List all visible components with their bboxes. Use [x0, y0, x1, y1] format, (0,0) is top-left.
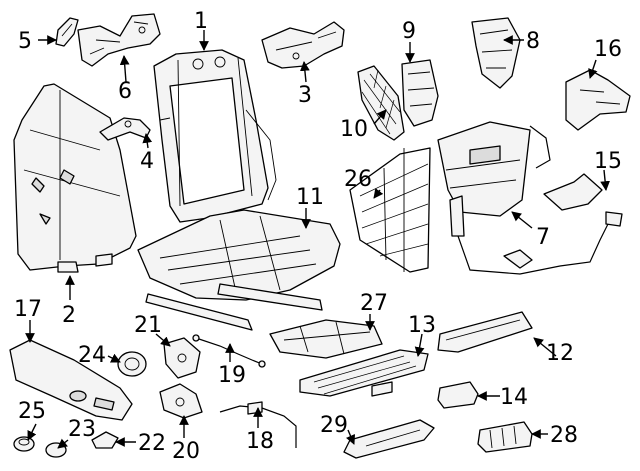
part-7-back-assembly: [437, 121, 623, 275]
callout-1: 1: [194, 9, 208, 34]
callout-25: 25: [18, 399, 46, 424]
part-27-bracket-tray: [269, 319, 383, 359]
callout-13: 13: [408, 313, 436, 338]
part-2-back-panel: [13, 83, 137, 273]
callout-28: 28: [550, 423, 578, 448]
callout-labels: 1 2 3 4 5 6 7 8 9 10 11 12 13 14 15 16 1…: [14, 9, 622, 464]
callout-5: 5: [18, 29, 32, 54]
part-22-button: [91, 431, 119, 449]
callout-17: 17: [14, 297, 42, 322]
callout-21: 21: [134, 313, 162, 338]
leader-lines: [25, 30, 610, 449]
callout-18: 18: [246, 429, 274, 454]
callout-14: 14: [500, 385, 528, 410]
part-14-switch: [437, 381, 479, 409]
part-11-cushion-frame: [137, 209, 341, 331]
callout-19: 19: [218, 363, 246, 388]
callout-11: 11: [296, 185, 324, 210]
part-20-switch-housing: [159, 383, 203, 419]
part-12-side-trim: [437, 311, 533, 353]
part-21-motor-bracket: [163, 337, 201, 379]
part-28-switch-module: [477, 421, 533, 453]
callout-26: 26: [344, 167, 372, 192]
part-25-cap: [13, 436, 35, 452]
callout-3: 3: [298, 83, 312, 108]
callout-24: 24: [78, 343, 106, 368]
callout-2: 2: [62, 303, 76, 328]
callout-20: 20: [172, 439, 200, 464]
part-24-knob: [117, 351, 147, 377]
callout-29: 29: [320, 413, 348, 438]
callout-8: 8: [526, 29, 540, 54]
part-6-bracket: [77, 13, 161, 67]
part-13-grate: [299, 349, 429, 397]
part-23-cap: [45, 442, 67, 458]
part-26-spring-mat: [349, 147, 431, 273]
part-29-rail-cover: [343, 419, 435, 459]
part-5-trim-clip: [55, 17, 79, 47]
callout-23: 23: [68, 417, 96, 442]
callout-27: 27: [360, 291, 388, 316]
part-19-rod: [192, 334, 266, 368]
callout-12: 12: [546, 341, 574, 366]
callout-4: 4: [140, 149, 154, 174]
callout-22: 22: [138, 431, 166, 456]
callout-10: 10: [340, 117, 368, 142]
callout-6: 6: [118, 79, 132, 104]
callout-16: 16: [594, 37, 622, 62]
callout-7: 7: [536, 225, 550, 250]
callout-9: 9: [402, 19, 416, 44]
part-17-side-shield: [9, 339, 133, 421]
part-16-guide: [565, 69, 631, 131]
part-1-back-frame: [153, 49, 277, 223]
part-8-side-pad: [471, 17, 521, 89]
part-3-bracket: [261, 21, 345, 69]
part-9-pad: [401, 59, 439, 127]
part-10-lumbar-mesh: [357, 65, 405, 141]
callout-15: 15: [594, 149, 622, 174]
part-15-cover: [543, 173, 603, 211]
